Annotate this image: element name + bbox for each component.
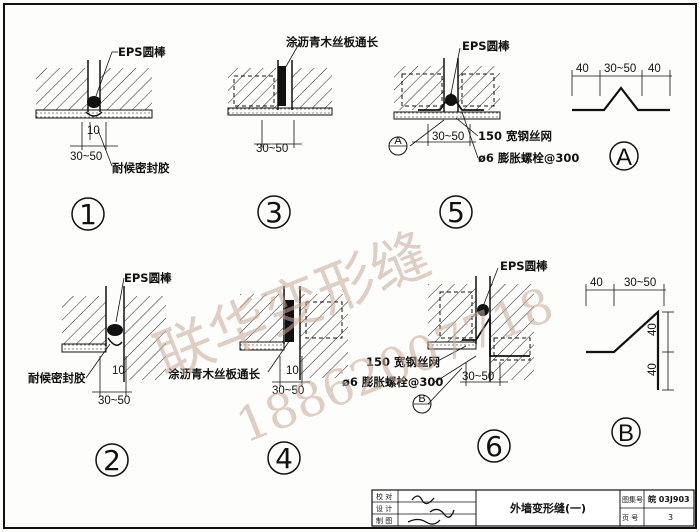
- detail-b-dim-30-50: 30~50: [624, 277, 656, 289]
- tb-atlas-no: 皖 03J903: [648, 494, 690, 504]
- tb-title: 外墙变形缝(一): [509, 501, 586, 515]
- detail-4-board-label: 涂沥青木丝板通长: [168, 367, 260, 381]
- detail-4-section: [239, 286, 348, 386]
- detail-3-dim-30-50: 30~50: [256, 143, 288, 155]
- detail-3-marker: [257, 195, 291, 229]
- detail-2-eps-label: EPS圆棒: [124, 271, 172, 285]
- detail-1-dim-30-50: 30~50: [70, 151, 102, 163]
- tb-atlas-label: 图集号: [622, 495, 643, 504]
- detail-4-dim-10: 10: [286, 365, 299, 377]
- detail-a-dim-30-50: 30~50: [604, 63, 636, 75]
- sheet-border: [3, 3, 697, 529]
- detail-4-number: 4: [275, 442, 293, 475]
- detail-b-profile: [585, 284, 674, 391]
- detail-1-section: [35, 51, 153, 167]
- detail-2-dim-10: 10: [112, 365, 125, 377]
- detail-b-dim-40: 40: [590, 277, 603, 289]
- detail-6-dim-30-50: 30~50: [462, 371, 494, 383]
- detail-6-section: [427, 267, 534, 405]
- tb-design-label: 设 计: [376, 504, 392, 513]
- detail-2-number: 2: [103, 444, 121, 477]
- detail-a-marker: [609, 141, 639, 171]
- detail-6-eps-label: EPS圆棒: [500, 259, 548, 273]
- detail-5-marker: [439, 195, 473, 229]
- detail-a-profile: [571, 70, 672, 112]
- detail-b-dim-40-upper: 40: [647, 323, 659, 336]
- tb-page-label: 页 号: [622, 514, 638, 522]
- detail-3-board-label: 涂沥青木丝板通长: [286, 35, 378, 49]
- detail-5-mesh-label: 150 宽钢丝网: [478, 129, 552, 143]
- detail-3-number: 3: [265, 196, 283, 229]
- tb-check-label: 校 对: [376, 492, 392, 501]
- detail-a-dim-40-left: 40: [576, 63, 589, 75]
- detail-b-letter: B: [618, 420, 634, 447]
- detail-2-sealant-label: 耐候密封胶: [28, 371, 86, 385]
- detail-1-sealant-label: 耐候密封胶: [112, 161, 170, 175]
- detail-5-eps-label: EPS圆棒: [462, 39, 510, 53]
- detail-5-section: [393, 47, 501, 159]
- detail-2-marker: [95, 443, 129, 477]
- detail-5-dim-30-50: 30~50: [432, 131, 464, 143]
- detail-5-number: 5: [447, 196, 465, 229]
- detail-4-dim-30-50: 30~50: [272, 385, 304, 397]
- detail-a-dim-40-right: 40: [648, 63, 661, 75]
- detail-3-section: [227, 41, 333, 148]
- tb-page-no: 3: [668, 513, 673, 522]
- detail-1-dim-10: 10: [87, 125, 100, 137]
- detail-6-mesh-label: 150 宽钢丝网: [366, 355, 440, 369]
- title-block: [371, 489, 695, 527]
- detail-5-ref-a: A: [394, 135, 402, 147]
- detail-6-bolt-label: ø6 膨胀螺栓@300: [342, 375, 443, 389]
- detail-1-eps-label: EPS圆棒: [118, 45, 166, 59]
- detail-5-bolt-label: ø6 膨胀螺栓@300: [478, 151, 579, 165]
- detail-6-marker: [477, 429, 511, 463]
- detail-a-letter: A: [616, 144, 632, 171]
- detail-b-dim-40-lower: 40: [647, 363, 659, 376]
- detail-2-dim-30-50: 30~50: [98, 395, 130, 407]
- detail-2-section: [61, 277, 166, 396]
- detail-4-marker: [267, 441, 301, 475]
- detail-6-ref-b: B: [418, 393, 425, 405]
- eps-rod-icon: [87, 96, 101, 108]
- tb-draw-label: 制 图: [376, 516, 392, 525]
- detail-b-marker: [611, 417, 641, 447]
- signature-marks: [407, 495, 455, 525]
- detail-1-number: 1: [79, 198, 97, 231]
- detail-6-number: 6: [485, 430, 503, 463]
- detail-1-marker: [71, 197, 105, 231]
